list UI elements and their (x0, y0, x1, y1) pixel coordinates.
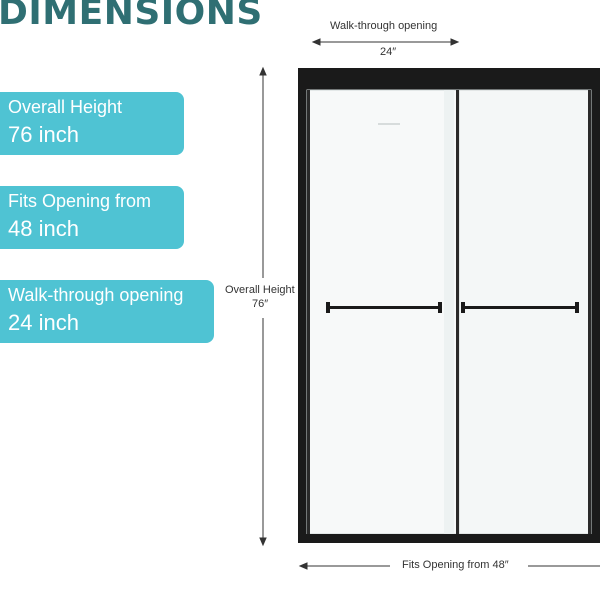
badge-value: 24 inch (8, 310, 79, 335)
door-top-rail (300, 70, 598, 90)
overall-height-label: Overall Height (225, 284, 295, 296)
door-bottom-rail (300, 534, 598, 542)
door-right-jamb (591, 90, 598, 542)
towel-bar-left (326, 302, 442, 313)
door-left-jamb (300, 90, 307, 542)
overall-height-value: 76″ (252, 298, 269, 310)
left-panel-edge (307, 90, 310, 534)
fits-opening-label: Fits Opening from 48″ (396, 559, 515, 571)
right-panel-edge (588, 90, 591, 534)
page-title: DIMENSIONS (0, 0, 263, 33)
walk-through-label: Walk-through opening (330, 20, 438, 32)
overall-height-arrow (259, 66, 267, 547)
badge-value: 48 inch (8, 216, 79, 241)
glass-logo-mark (378, 123, 400, 125)
glass-panel-left (306, 89, 460, 535)
badge-value: 76 inch (8, 122, 79, 147)
glass-reflection (444, 90, 454, 534)
glass-panel-right (458, 89, 592, 535)
badge-label: Walk-through opening (8, 285, 184, 305)
fits-opening-arrow (298, 562, 600, 570)
shower-door-illustration (298, 68, 600, 543)
badge-label: Overall Height (8, 97, 123, 117)
badge-fits-opening: Fits Opening from 48 inch (0, 186, 184, 249)
towel-bar-right (461, 302, 579, 313)
badge-label: Fits Opening from (8, 191, 152, 211)
walk-through-arrow (311, 38, 460, 46)
badge-overall-height: Overall Height 76 inch (0, 92, 184, 155)
walk-through-value: 24″ (380, 46, 397, 58)
badge-walk-through: Walk-through opening 24 inch (0, 280, 214, 343)
center-stile (456, 90, 459, 534)
